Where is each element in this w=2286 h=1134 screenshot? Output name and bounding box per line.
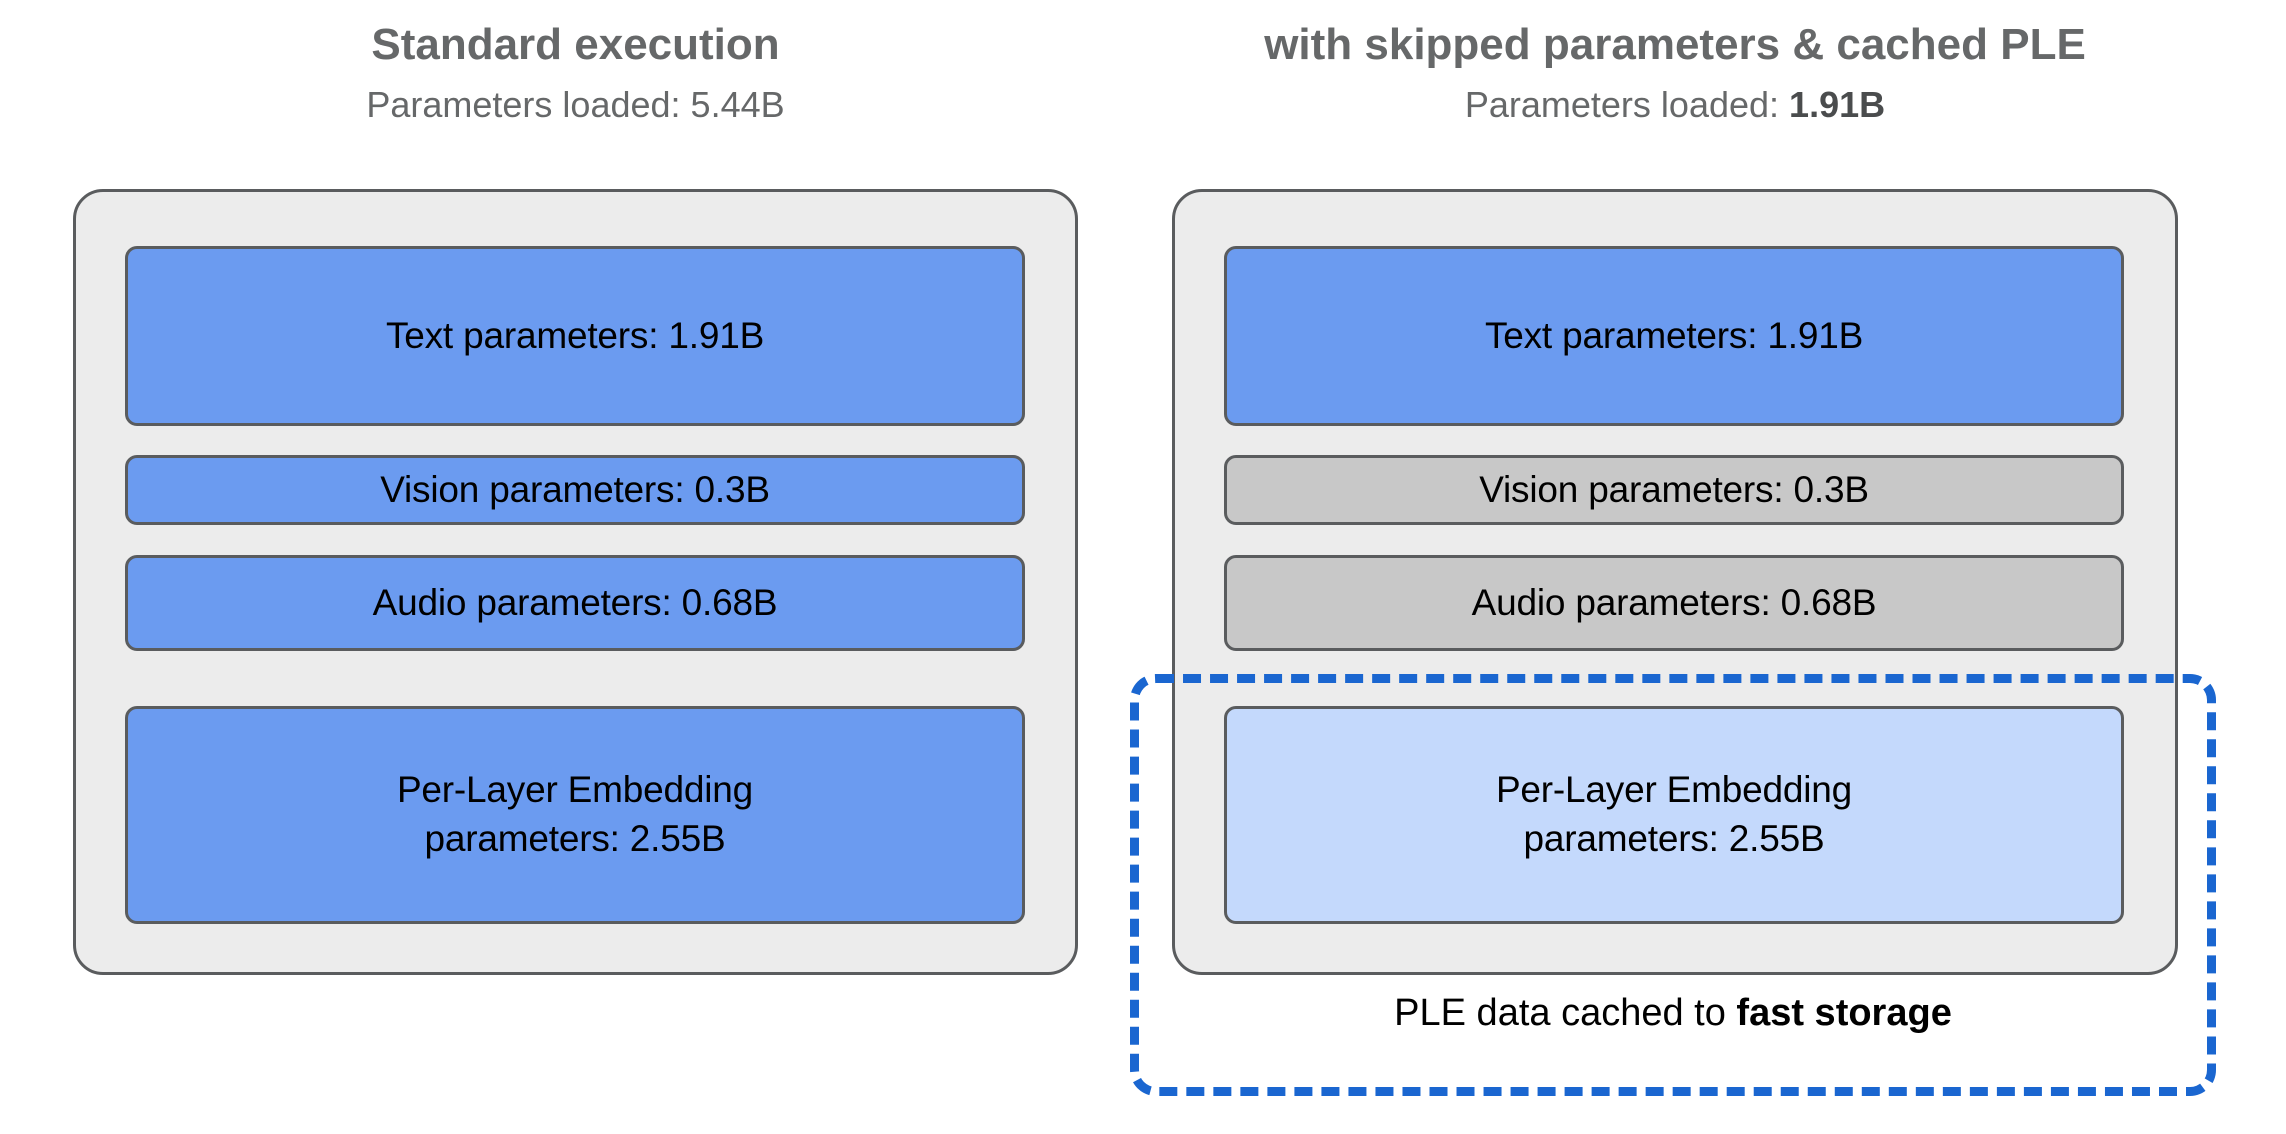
box-label-optimized-ple: Per-Layer Embedding parameters: 2.55B	[1496, 766, 1852, 864]
box-label-standard-vision: Vision parameters: 0.3B	[380, 468, 770, 510]
box-label-optimized-text: Text parameters: 1.91B	[1484, 314, 1864, 356]
box-label-standard-ple-line1: Per-Layer Embedding	[396, 769, 754, 811]
box-optimized-audio-parameters[interactable]: Audio parameters: 0.68B	[1224, 555, 2124, 651]
box-label-optimized-ple-line2: parameters: 2.55B	[1523, 818, 1825, 859]
box-optimized-ple-parameters[interactable]: Per-Layer Embedding parameters: 2.55B	[1224, 706, 2124, 924]
box-standard-ple-parameters[interactable]: Per-Layer Embedding parameters: 2.55B	[125, 706, 1025, 924]
box-label-standard-text: Text parameters: 1.91B	[385, 314, 765, 356]
box-label-optimized-audio: Audio parameters: 0.68B	[1471, 581, 1877, 623]
subtitle-value-optimized: 1.91B	[1789, 84, 1886, 126]
subtitle-prefix-standard: Parameters loaded:	[366, 84, 691, 126]
cache-caption: PLE data cached to fast storage	[1130, 992, 2216, 1035]
column-title-optimized: with skipped parameters & cached PLE	[1264, 20, 2086, 69]
column-title-standard: Standard execution	[371, 20, 780, 69]
cache-caption-prefix: PLE data cached to	[1394, 992, 1737, 1034]
column-header-standard: Standard execution Parameters loaded: 5.…	[73, 20, 1078, 124]
box-optimized-vision-parameters[interactable]: Vision parameters: 0.3B	[1224, 455, 2124, 525]
box-label-standard-ple-line2: parameters: 2.55B	[424, 818, 726, 859]
box-standard-text-parameters[interactable]: Text parameters: 1.91B	[125, 246, 1025, 426]
box-standard-vision-parameters[interactable]: Vision parameters: 0.3B	[125, 455, 1025, 525]
column-header-optimized: with skipped parameters & cached PLE Par…	[1172, 20, 2178, 124]
box-optimized-text-parameters[interactable]: Text parameters: 1.91B	[1224, 246, 2124, 426]
box-label-optimized-ple-line1: Per-Layer Embedding	[1495, 769, 1853, 811]
column-subtitle-standard: Parameters loaded: 5.44B	[73, 86, 1078, 124]
cache-caption-emphasis: fast storage	[1736, 992, 1952, 1034]
column-subtitle-optimized: Parameters loaded: 1.91B	[1172, 86, 2178, 124]
box-label-optimized-vision: Vision parameters: 0.3B	[1479, 468, 1869, 510]
box-standard-audio-parameters[interactable]: Audio parameters: 0.68B	[125, 555, 1025, 651]
box-label-standard-audio: Audio parameters: 0.68B	[372, 581, 778, 623]
box-label-standard-ple: Per-Layer Embedding parameters: 2.55B	[397, 766, 753, 864]
subtitle-prefix-optimized: Parameters loaded:	[1464, 84, 1790, 126]
subtitle-value-standard: 5.44B	[690, 84, 785, 126]
